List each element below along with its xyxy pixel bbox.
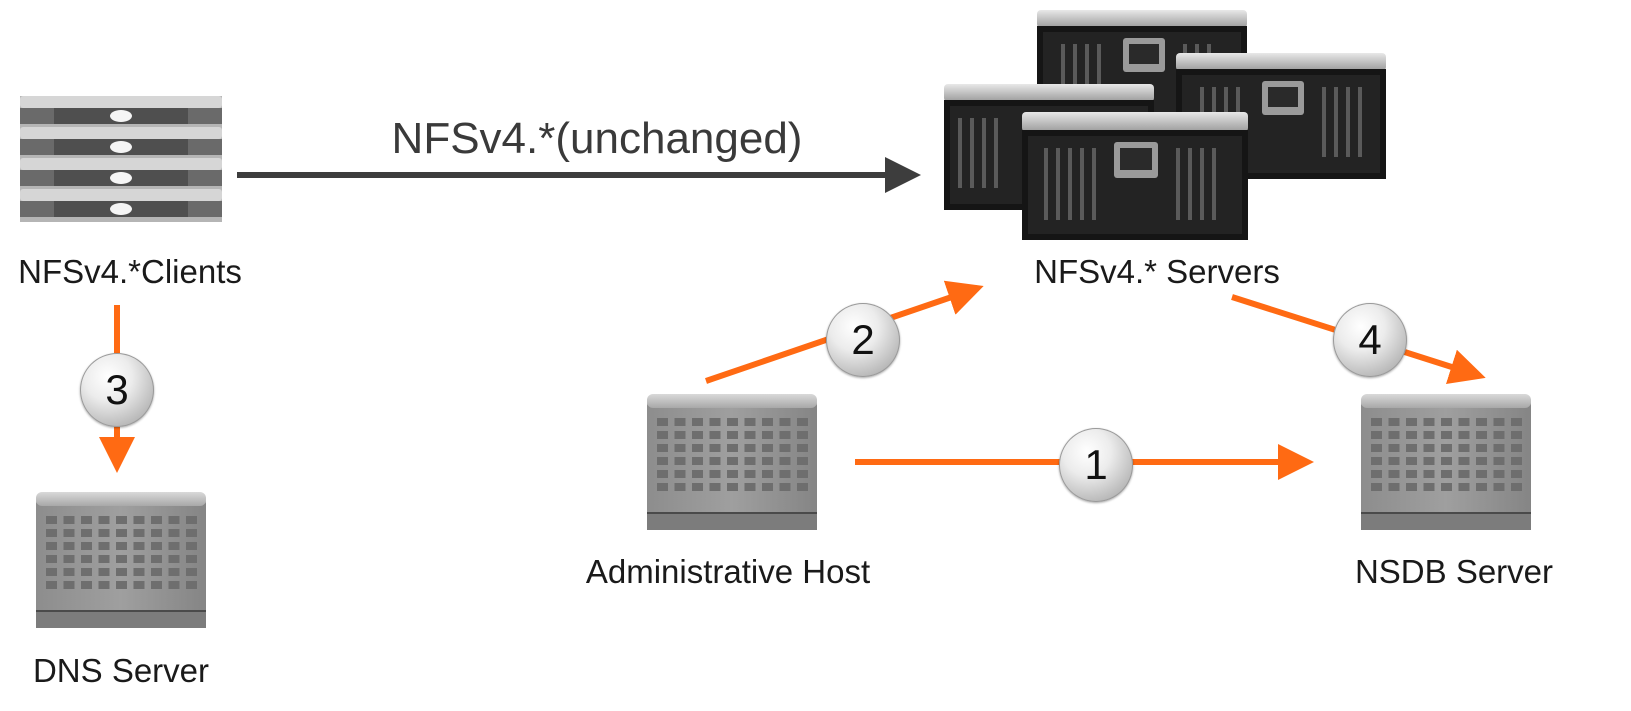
nsdb-server-label: NSDB Server <box>1354 553 1554 590</box>
server-tower-icon <box>36 492 206 628</box>
server-tower-icon <box>647 394 817 530</box>
step-4-badge: 4 <box>1333 303 1407 377</box>
step-3-badge: 3 <box>80 353 154 427</box>
server-tower-icon <box>1361 394 1531 530</box>
step-2-badge: 2 <box>826 303 900 377</box>
rack-server-icon <box>20 96 222 222</box>
storage-array-icon <box>944 10 1386 240</box>
clients-label: NFSv4.*Clients <box>18 253 242 290</box>
dns-server-label: DNS Server <box>32 652 210 689</box>
step-1-badge: 1 <box>1059 428 1133 502</box>
protocol-label: NFSv4.*(unchanged) <box>391 114 803 163</box>
servers-label: NFSv4.* Servers <box>1034 253 1280 290</box>
administrative-host-label: Administrative Host <box>585 553 871 590</box>
